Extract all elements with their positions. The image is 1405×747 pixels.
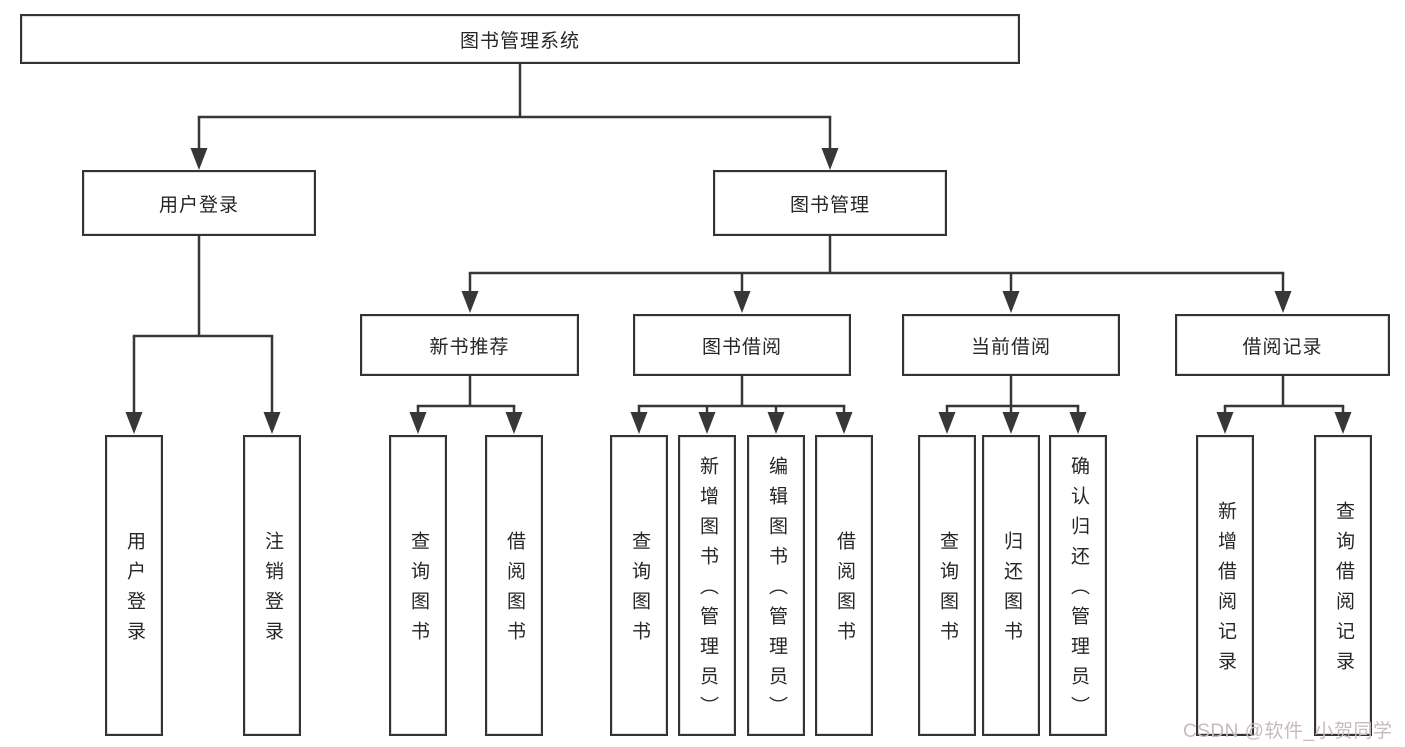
node-user-login: 用户登录 — [82, 170, 316, 236]
leaf-borrow-books: 借阅图书 — [815, 435, 873, 736]
leaf-query-books-borrowing: 查询图书 — [610, 435, 668, 736]
node-book-borrowing: 图书借阅 — [633, 314, 851, 376]
leaf-user-login: 用户登录 — [105, 435, 163, 736]
node-book-management: 图书管理 — [713, 170, 947, 236]
node-borrowing-records: 借阅记录 — [1175, 314, 1390, 376]
leaf-query-books-recommend: 查询图书 — [389, 435, 447, 736]
node-current-borrowing: 当前借阅 — [902, 314, 1120, 376]
leaf-return-books: 归还图书 — [982, 435, 1040, 736]
leaf-confirm-return-admin: 确认归还（管理员） — [1049, 435, 1107, 736]
leaf-query-borrow-record: 查询借阅记录 — [1314, 435, 1372, 736]
node-library-management-system: 图书管理系统 — [20, 14, 1020, 64]
leaf-add-borrow-record: 新增借阅记录 — [1196, 435, 1254, 736]
csdn-watermark: CSDN @软件_小贺同学 — [1183, 721, 1393, 742]
leaf-query-books-current: 查询图书 — [918, 435, 976, 736]
leaf-edit-books-admin: 编辑图书（管理员） — [747, 435, 805, 736]
leaf-borrow-books-recommend: 借阅图书 — [485, 435, 543, 736]
node-new-book-recommendation: 新书推荐 — [360, 314, 579, 376]
leaf-add-books-admin: 新增图书（管理员） — [678, 435, 736, 736]
leaf-logout: 注销登录 — [243, 435, 301, 736]
